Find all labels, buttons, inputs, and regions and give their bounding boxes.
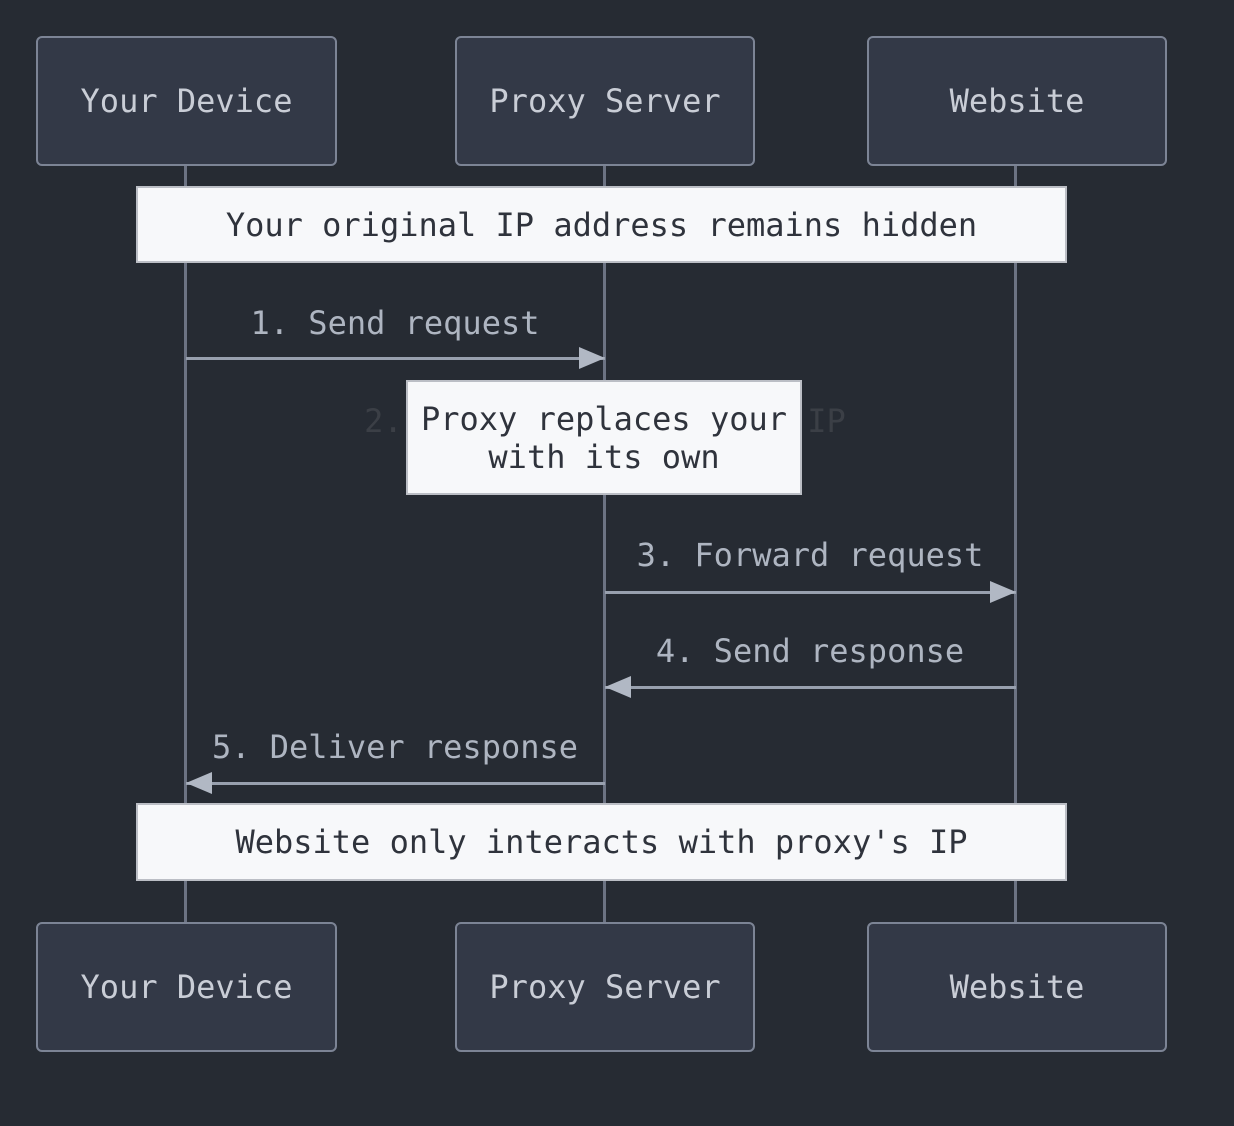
message-5-line [186, 782, 605, 785]
message-3-arrowhead [990, 581, 1016, 603]
actor-proxy-server-bottom: Proxy Server [455, 922, 755, 1052]
actor-website-label: Website [949, 82, 1085, 120]
actor-proxy-server-label: Proxy Server [489, 968, 721, 1006]
actor-your-device-top: Your Device [36, 36, 337, 166]
lifeline-website [1014, 166, 1017, 922]
message-4-label: 4. Send response [655, 632, 965, 670]
actor-proxy-server-top: Proxy Server [455, 36, 755, 166]
message-3-line [605, 591, 1016, 594]
message-1-arrowhead [579, 347, 605, 369]
actor-website-bottom: Website [867, 922, 1167, 1052]
message-5-arrowhead [186, 772, 212, 794]
actor-website-top: Website [867, 36, 1167, 166]
actor-your-device-label: Your Device [80, 968, 293, 1006]
note-proxy-replaces-ip: Proxy replaces your with its own [406, 380, 802, 495]
message-1-label: 1. Send request [250, 304, 540, 342]
note-website-proxy-ip: Website only interacts with proxy's IP [136, 803, 1067, 881]
actor-your-device-label: Your Device [80, 82, 293, 120]
message-4-line [605, 686, 1016, 689]
note-proxy-replaces-ip-line2: with its own [488, 437, 720, 476]
actor-your-device-bottom: Your Device [36, 922, 337, 1052]
message-4-arrowhead [605, 676, 631, 698]
message-1-line [186, 357, 605, 360]
note-proxy-replaces-ip-line1: Proxy replaces your [420, 399, 788, 438]
note-website-proxy-ip-text: Website only interacts with proxy's IP [235, 823, 968, 861]
message-5-label: 5. Deliver response [211, 728, 579, 766]
lifeline-proxy-server [603, 166, 606, 922]
note-ip-hidden: Your original IP address remains hidden [136, 186, 1067, 263]
note-ip-hidden-text: Your original IP address remains hidden [225, 205, 978, 244]
actor-proxy-server-label: Proxy Server [489, 82, 721, 120]
lifeline-your-device [184, 166, 187, 922]
message-3-label: 3. Forward request [636, 536, 984, 574]
actor-website-label: Website [949, 968, 1085, 1006]
